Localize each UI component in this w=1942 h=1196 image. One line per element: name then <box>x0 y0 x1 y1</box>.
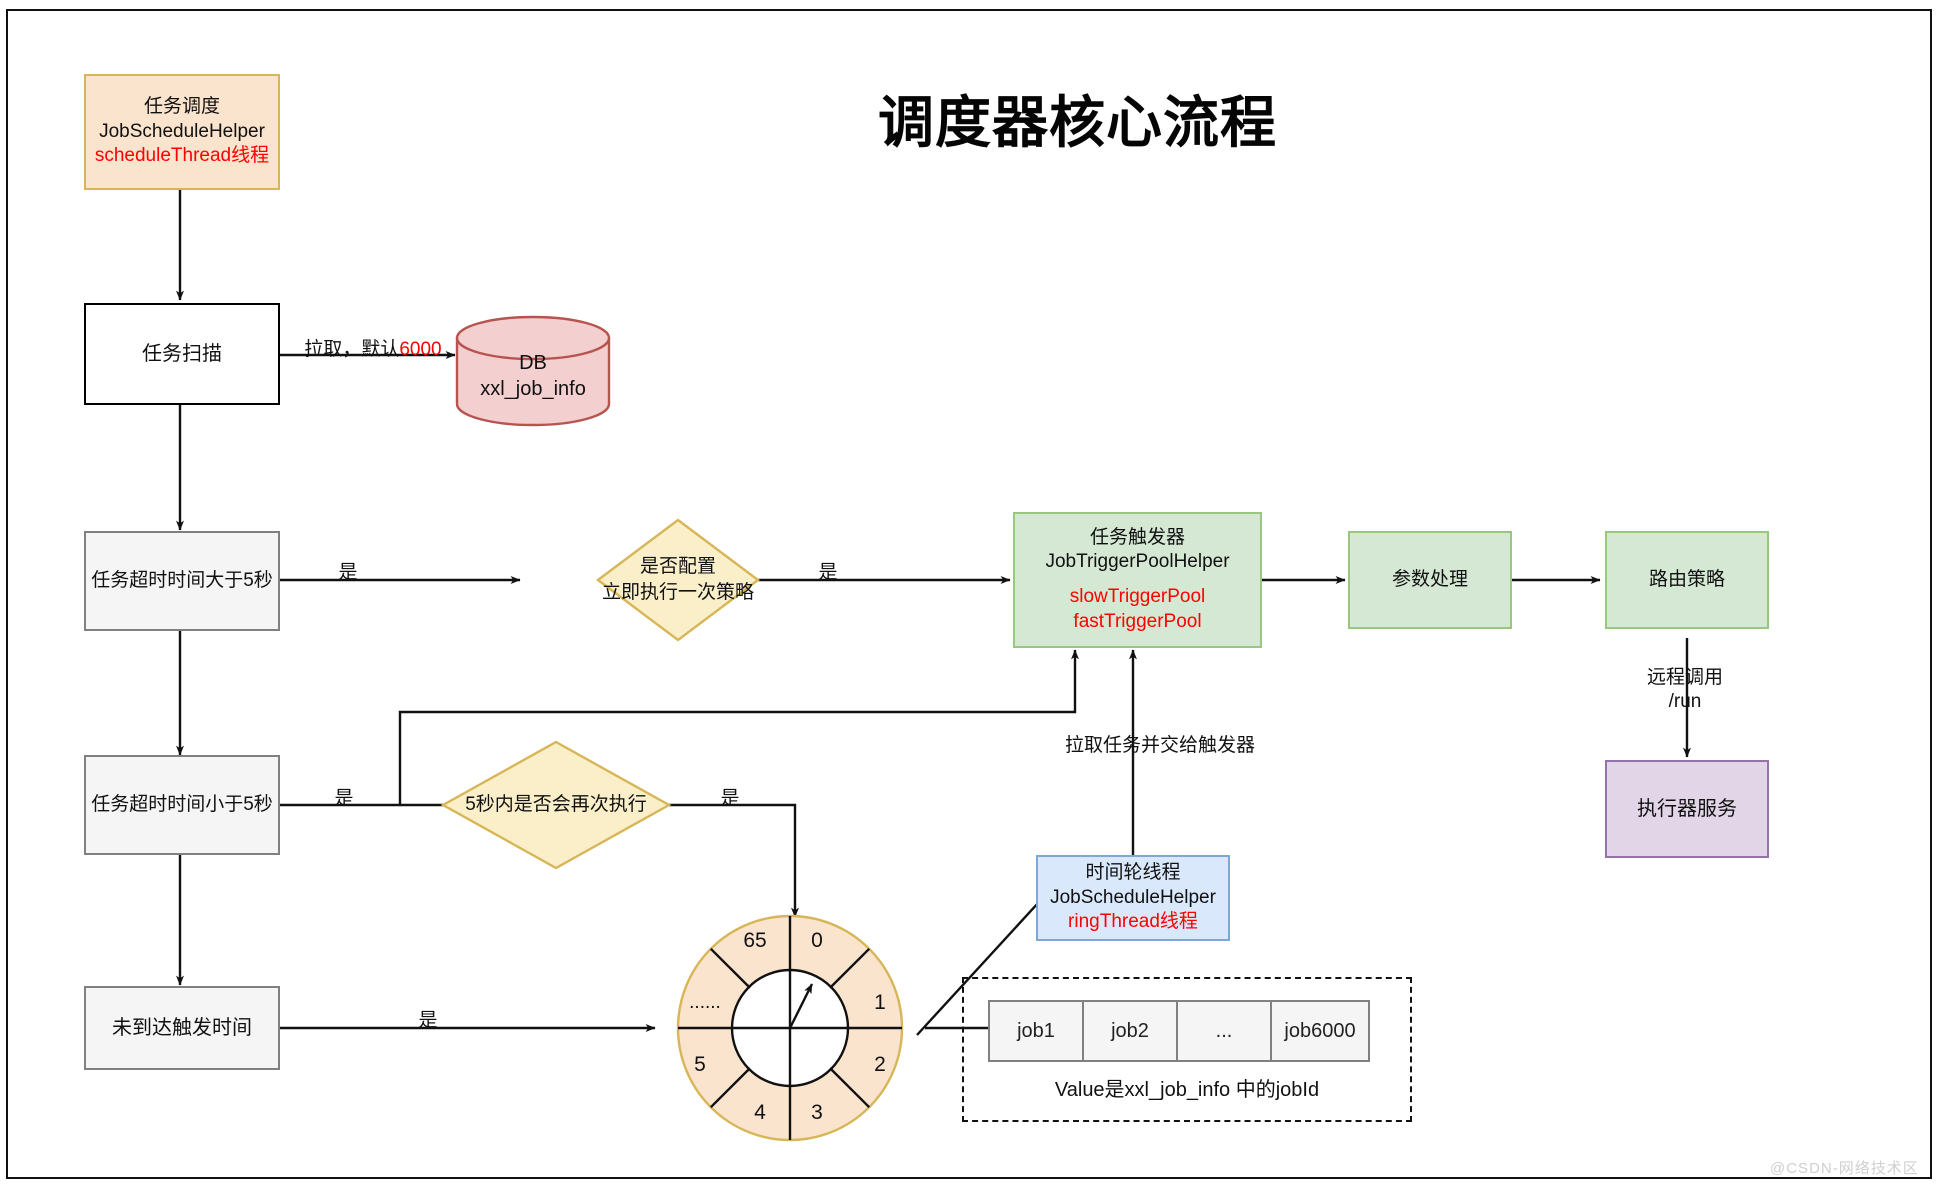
edge-label-yes-3: 是 <box>334 788 354 810</box>
db-line2: xxl_job_info <box>480 378 586 400</box>
node-db-label: DB xxl_job_info <box>457 340 609 412</box>
node-not-reached[interactable]: 未到达触发时间 <box>84 986 280 1070</box>
node-decision-5s[interactable]: 5秒内是否会再次执行 <box>446 787 666 823</box>
param-handle-label: 参数处理 <box>1391 568 1468 590</box>
job-scan-label: 任务扫描 <box>142 343 222 365</box>
node-schedule-thread[interactable]: 任务调度 JobScheduleHelper scheduleThread线程 <box>84 74 280 190</box>
job-table-caption: Value是xxl_job_info 中的jobId <box>1054 1078 1320 1101</box>
node-job-scan[interactable]: 任务扫描 <box>84 303 280 405</box>
edge-label-yes-2: 是 <box>818 562 838 584</box>
job-cell[interactable]: ... <box>1176 1000 1272 1062</box>
trigger-pool-line3: slowTriggerPool <box>1069 586 1206 607</box>
ring-sector-1: 1 <box>874 991 886 1014</box>
remote-call-line1: 远程调用 <box>1646 667 1723 689</box>
timeout-lt5-label: 任务超时时间小于5秒 <box>91 793 273 815</box>
ring-sector-4: 4 <box>754 1101 766 1124</box>
node-route-strategy[interactable]: 路由策略 <box>1605 531 1769 629</box>
edge-label-yes-1: 是 <box>338 562 358 584</box>
ring-thread-line1: 时间轮线程 <box>1085 861 1181 883</box>
page-title: 调度器核心流程 <box>878 91 1277 154</box>
schedule-thread-line1: 任务调度 <box>143 95 220 117</box>
trigger-pool-line1: 任务触发器 <box>1089 526 1185 548</box>
watermark: @CSDN-网络技术区 <box>1770 1160 1919 1177</box>
decision-policy-line1: 是否配置 <box>639 556 716 578</box>
executor-service-label: 执行器服务 <box>1637 798 1737 820</box>
decision-5s-label: 5秒内是否会再次执行 <box>465 794 647 816</box>
node-timeout-lt5[interactable]: 任务超时时间小于5秒 <box>84 755 280 855</box>
node-trigger-pool[interactable]: 任务触发器 JobTriggerPoolHelper slowTriggerPo… <box>1013 512 1262 648</box>
db-line1: DB <box>519 352 547 374</box>
schedule-thread-line2: JobScheduleHelper <box>99 120 265 142</box>
job-cell[interactable]: job1 <box>988 1000 1084 1062</box>
ring-sector-65: 65 <box>743 929 767 952</box>
decision-policy-line2: 立即执行一次策略 <box>601 582 754 603</box>
job-table-row: job1 job2 ... job6000 <box>988 1000 1370 1062</box>
ring-thread-line2: JobScheduleHelper <box>1050 886 1216 908</box>
edge-label-pull-and-give: 拉取任务并交给触发器 <box>1064 735 1255 757</box>
edge-label-yes-5: 是 <box>418 1010 438 1032</box>
ring-sector-ellipsis: ...... <box>689 992 721 1013</box>
timeout-gt5-label: 任务超时时间大于5秒 <box>91 569 273 591</box>
ring-sector-2: 2 <box>874 1053 886 1076</box>
node-timeout-gt5[interactable]: 任务超时时间大于5秒 <box>84 531 280 631</box>
ring-sector-3: 3 <box>811 1101 823 1124</box>
pull-default-text: 拉取，默认 <box>304 339 400 361</box>
ring-sector-0: 0 <box>811 929 823 952</box>
node-ring-thread[interactable]: 时间轮线程 JobScheduleHelper ringThread线程 <box>1036 855 1230 941</box>
job-table-group <box>962 977 1412 1122</box>
pull-default-number: 6000 <box>399 339 442 361</box>
route-strategy-label: 路由策略 <box>1648 568 1725 590</box>
node-executor-service[interactable]: 执行器服务 <box>1605 760 1769 858</box>
edge-label-remote-call: 远程调用 /run <box>1620 660 1750 720</box>
remote-call-line2: /run <box>1668 691 1702 712</box>
schedule-thread-line3: scheduleThread线程 <box>94 145 270 167</box>
diagram-frame <box>6 9 1932 1179</box>
node-param-handle[interactable]: 参数处理 <box>1348 531 1512 629</box>
job-cell[interactable]: job2 <box>1082 1000 1178 1062</box>
node-decision-policy[interactable]: 是否配置 立即执行一次策略 <box>598 550 758 610</box>
edge-label-yes-4: 是 <box>720 788 740 810</box>
job-cell[interactable]: job6000 <box>1270 1000 1370 1062</box>
ring-sector-5: 5 <box>694 1053 706 1076</box>
ring-thread-line3: ringThread线程 <box>1068 911 1198 933</box>
trigger-pool-line2: JobTriggerPoolHelper <box>1045 551 1230 573</box>
not-reached-label: 未到达触发时间 <box>112 1017 252 1039</box>
trigger-pool-line4: fastTriggerPool <box>1073 610 1202 632</box>
